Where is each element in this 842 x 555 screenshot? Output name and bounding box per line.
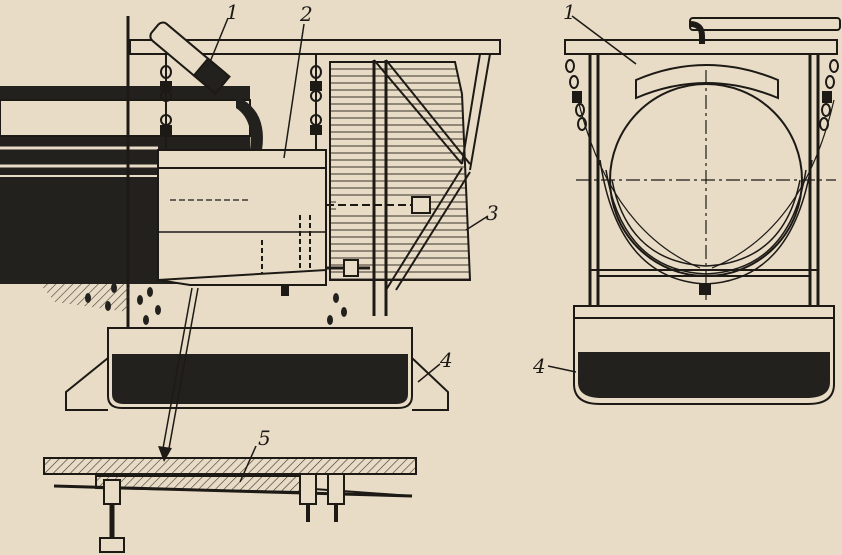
suspension-right: [310, 54, 322, 150]
callout-2: 2: [300, 2, 313, 26]
bolt-right: [327, 473, 345, 522]
chain-right: [819, 59, 839, 131]
vessel-3: [329, 61, 472, 281]
scraper-1: [149, 21, 231, 95]
chain-left: [565, 59, 587, 131]
scraper-1-right: [635, 64, 779, 100]
cylinder-highlight-band: [0, 99, 251, 137]
callout-1-left: 1: [226, 0, 239, 24]
bolt-left: [99, 479, 125, 553]
callout-5: 5: [258, 426, 271, 450]
side-view: [0, 16, 501, 462]
callout-1-right: 1: [563, 0, 576, 24]
detail-5: [43, 445, 417, 553]
detail-plate: [43, 457, 417, 475]
suspension-left: [160, 54, 172, 150]
bolt-mid: [299, 473, 317, 522]
callout-4-right: 4: [533, 354, 546, 378]
end-view: [547, 15, 841, 405]
tray-2: [157, 149, 327, 281]
support-frame: [372, 53, 491, 316]
callout-4-left: 4: [440, 348, 453, 372]
trough-4-left: [65, 327, 449, 411]
callout-3: 3: [486, 201, 499, 225]
trough-4-right: [573, 305, 835, 405]
